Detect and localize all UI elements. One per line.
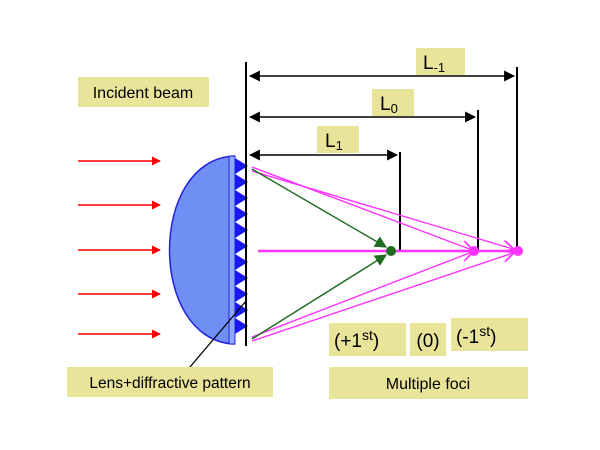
ray (251, 253, 513, 342)
diffractive-tooth (235, 190, 248, 206)
lens-pattern-label: Lens+diffractive pattern (89, 375, 250, 392)
order-box-zero (410, 323, 446, 356)
incident-beam-label-box (78, 77, 209, 107)
diffractive-tooth (235, 302, 248, 318)
multiple-foci-label-box (329, 367, 528, 399)
order-label-plus1: (+1st) (334, 327, 379, 352)
diffractive-tooth (235, 318, 248, 334)
label-lminus1: L-1 (423, 53, 445, 75)
ray (251, 170, 513, 249)
rays-plus1-order (251, 168, 388, 340)
label-box-lminus1 (416, 48, 465, 75)
order-label-zero: (0) (416, 331, 439, 352)
ray (251, 252, 472, 338)
label-box-l1 (317, 126, 359, 153)
diffractive-tooth (235, 158, 248, 174)
focus-point-plus1 (386, 246, 396, 256)
order-box-minus1 (451, 318, 528, 351)
lens-body (168, 155, 235, 345)
diffractive-tooth (235, 238, 248, 254)
label-l0: L0 (380, 94, 398, 116)
diffractive-tooth (235, 222, 248, 238)
diffractive-tooth (235, 206, 248, 222)
ray (251, 168, 388, 248)
rays-zero-minus1-order (251, 166, 513, 342)
diffractive-tooth (235, 254, 248, 270)
lens-pointer-line (189, 300, 247, 368)
order-box-plus1 (329, 323, 406, 356)
diffractive-tooth (235, 270, 248, 286)
focus-point-minus1 (513, 246, 523, 256)
diffractive-pattern (235, 158, 248, 334)
label-l1: L1 (325, 131, 343, 153)
diffractive-tooth (235, 174, 248, 190)
ray (251, 166, 472, 250)
lens-pattern-label-box (67, 367, 273, 397)
order-label-minus1: (-1st) (456, 323, 496, 348)
incident-beam-label: Incident beam (93, 85, 194, 102)
diffractive-tooth (235, 286, 248, 302)
label-box-l0 (372, 89, 414, 116)
multiple-foci-label: Multiple foci (386, 376, 470, 393)
incident-beam-arrows (78, 156, 161, 339)
ray (251, 254, 388, 340)
focus-point-zero (469, 246, 479, 256)
